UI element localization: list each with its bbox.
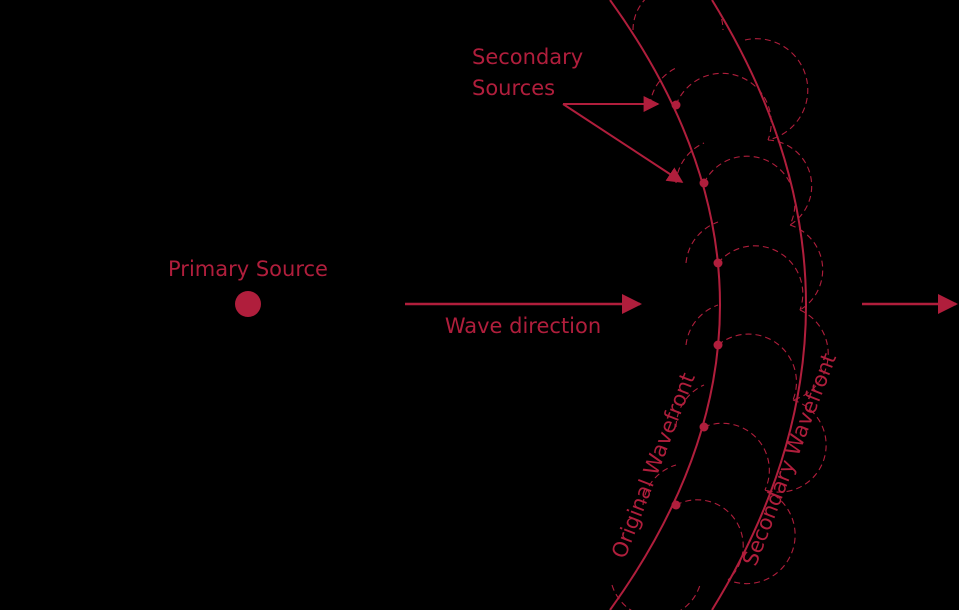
wavelet-arc bbox=[685, 304, 719, 346]
wavelet-arc bbox=[789, 224, 824, 311]
wavelet-arc bbox=[792, 309, 829, 401]
primary-source-dot bbox=[235, 291, 261, 317]
wavelet-arc bbox=[675, 499, 744, 581]
secondary-wavefront-label: Secondary Wavefront bbox=[738, 350, 841, 569]
wavelet-arc bbox=[727, 489, 796, 585]
secondary-source-dot bbox=[699, 178, 709, 188]
secondary-wavefront-line bbox=[711, 0, 807, 610]
secondary-source-dot bbox=[699, 422, 709, 432]
secondary-sources-label-line2: Sources bbox=[472, 76, 555, 100]
wavelet-arc bbox=[744, 38, 809, 141]
original-wavefront-line bbox=[609, 0, 721, 610]
wavelet-arc bbox=[642, 464, 677, 506]
wavelet-arc bbox=[675, 384, 705, 428]
wavelet-arc bbox=[632, 0, 724, 31]
original-wavefront-label: Original Wavefront bbox=[607, 369, 700, 561]
wavelet-arc bbox=[764, 399, 827, 493]
primary-source-label: Primary Source bbox=[168, 257, 328, 281]
secondary-source-dot bbox=[713, 258, 723, 268]
pointer-arrow-lower bbox=[562, 103, 684, 183]
wavelet-arc bbox=[717, 333, 798, 401]
secondary-sources-label-line1: Secondary bbox=[472, 45, 583, 69]
wavelet-arc bbox=[767, 139, 813, 226]
wave-direction-label: Wave direction bbox=[445, 314, 601, 338]
secondary-source-dot bbox=[713, 340, 723, 350]
wavelet-arc bbox=[611, 584, 701, 610]
wavelet-arc bbox=[703, 155, 796, 226]
secondary-sources-group bbox=[671, 100, 723, 510]
wavelet-arc bbox=[717, 245, 804, 311]
secondary-source-dot bbox=[671, 500, 681, 510]
secondary-source-dot bbox=[671, 100, 681, 110]
wavelet-arc bbox=[685, 221, 719, 264]
wavelet-arc bbox=[703, 422, 770, 491]
